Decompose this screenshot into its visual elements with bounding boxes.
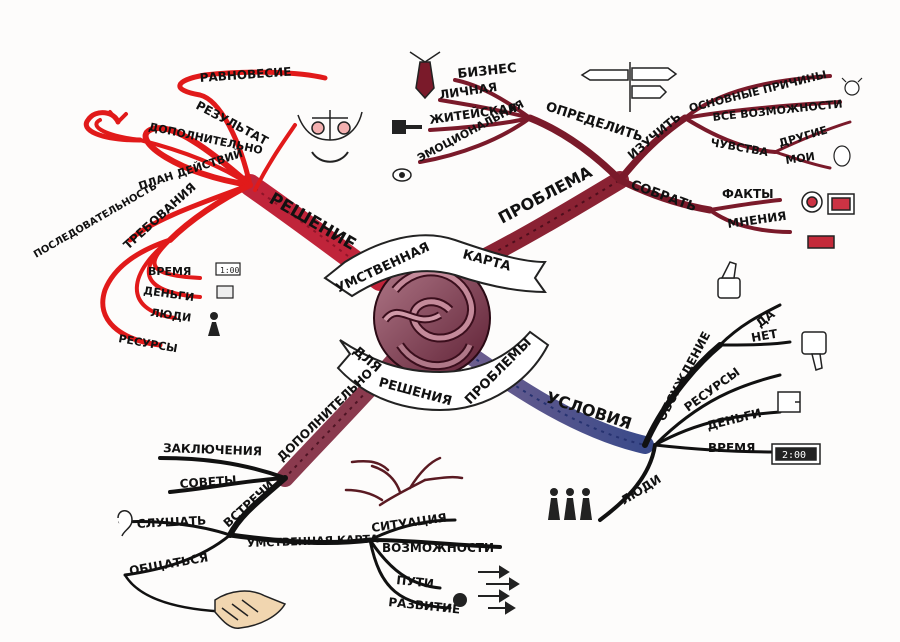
mm-situation: СИТУАЦИЯ	[370, 511, 447, 535]
clock-display: 2:00	[782, 450, 806, 461]
problem-group	[418, 74, 852, 234]
conditions-money: ДЕНЬГИ	[705, 406, 762, 433]
bomb-icon	[453, 593, 467, 607]
wallet-icon	[777, 391, 801, 413]
clock-icon: 2:00	[771, 443, 821, 465]
people-icon	[548, 488, 592, 520]
conditions-no: НЕТ	[750, 326, 779, 345]
mm-ways: ПУТИ	[396, 573, 435, 591]
additional-advice: СОВЕТЫ	[179, 473, 237, 491]
problem-study-others: ДРУГИЕ	[777, 124, 829, 150]
problem-define-business: БИЗНЕС	[457, 61, 518, 82]
necktie-icon	[409, 51, 441, 100]
additional-label: ДОПОЛНИТЕЛЬНО	[274, 366, 375, 464]
hammer-icon	[392, 120, 422, 134]
additional-conclusions: ЗАКЛЮЧЕНИЯ	[163, 441, 262, 458]
eye-icon	[392, 168, 412, 182]
problem-collect: СОБРАТЬ	[629, 178, 699, 216]
problem-collect-facts: ФАКТЫ	[722, 187, 774, 201]
center-ribbon-bottom	[336, 330, 550, 412]
additional-group	[118, 456, 502, 614]
mm-development: РАЗВИТИЕ	[388, 595, 461, 616]
additional-mindmap: УМСТВЕННАЯ КАРТА	[247, 532, 380, 550]
mm-possibilities: ВОЗМОЖНОСТИ	[382, 541, 494, 555]
guidepost-icon	[580, 62, 678, 112]
ear-icon	[117, 510, 133, 537]
conditions-group	[598, 303, 792, 522]
wallet-icon-small	[216, 285, 234, 299]
person-icon	[208, 312, 220, 336]
tree-icon	[344, 456, 464, 507]
center-knot	[373, 259, 491, 377]
solution-group	[83, 69, 328, 348]
solution-res-people: ЛЮДИ	[150, 306, 192, 325]
solution-res-money: ДЕНЬГИ	[143, 284, 195, 304]
problem-study-feelings: ЧУВСТВА	[709, 136, 769, 159]
svg-text:1:00: 1:00	[220, 266, 239, 275]
thumbs-down-icon	[801, 331, 827, 371]
face-icon	[833, 145, 851, 167]
solution-sequence: ПОСЛЕДОВАТЕЛЬНОСТЬ	[32, 181, 159, 261]
clock-icon-small: 1:00	[215, 262, 241, 276]
lightbulb-icon	[841, 77, 863, 96]
scales-icon	[297, 110, 363, 163]
additional-communicate: ОБЩАТЬСЯ	[128, 550, 209, 578]
thumbs-up-icon	[717, 261, 741, 299]
conditions-time: ВРЕМЯ	[708, 441, 755, 455]
solution-res-resources: РЕСУРСЫ	[117, 332, 178, 355]
solution-label: РЕШЕНИЕ	[266, 189, 360, 255]
handshake-icon	[214, 590, 287, 629]
branch-conditions-texture	[469, 354, 646, 446]
additional-listen: СЛУШАТЬ	[136, 513, 206, 531]
solution-res-time: ВРЕМЯ	[148, 265, 191, 278]
center-ribbon-top	[323, 234, 547, 298]
conditions-discussion: ОБСУЖДЕНИЕ	[654, 329, 713, 423]
problem-define-personal: ЛИЧНАЯ	[438, 80, 498, 102]
solution-balance: РАВНОВЕСИЕ	[199, 65, 292, 85]
problem-study-mine: МОИ	[785, 150, 816, 167]
arrows-icon	[478, 565, 520, 615]
computer-icon	[801, 191, 855, 249]
